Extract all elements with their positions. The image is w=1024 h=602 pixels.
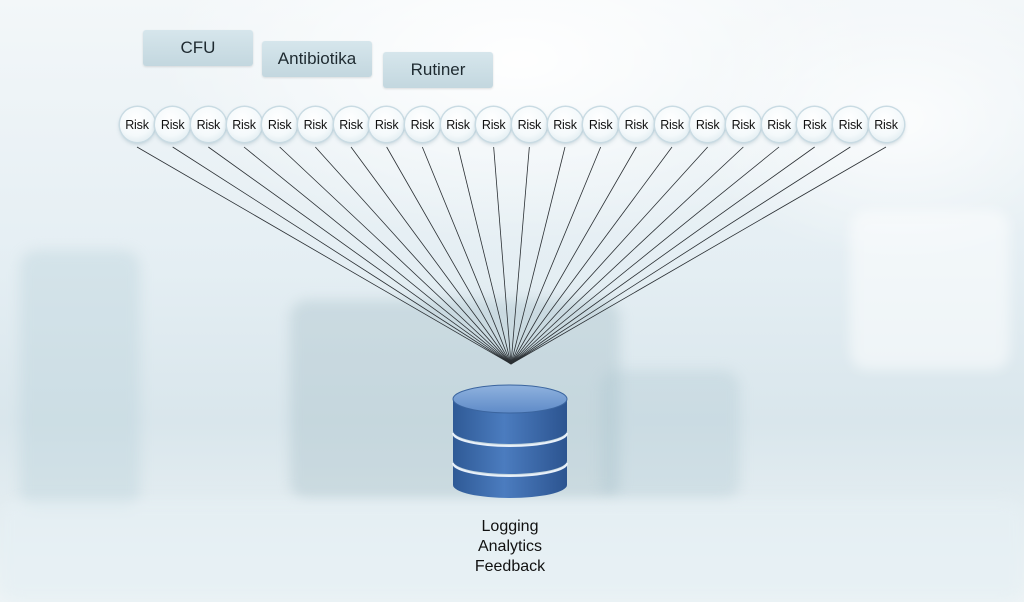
risk-node: Risk bbox=[832, 107, 868, 142]
connection-line bbox=[510, 146, 851, 365]
category-tab-cfu: CFU bbox=[143, 30, 253, 66]
risk-node: Risk bbox=[333, 107, 369, 142]
risk-node: Risk bbox=[654, 107, 690, 142]
background-equipment-left bbox=[20, 250, 140, 510]
risk-node: Risk bbox=[226, 107, 262, 142]
category-tab-antibiotika: Antibiotika bbox=[262, 41, 372, 77]
risk-node: Risk bbox=[476, 107, 512, 142]
database-label-feedback: Feedback bbox=[474, 558, 546, 575]
connection-line bbox=[386, 146, 512, 365]
database-label-analytics: Analytics bbox=[477, 538, 543, 555]
risk-node: Risk bbox=[440, 107, 476, 142]
connection-line bbox=[510, 146, 602, 365]
connection-line bbox=[510, 146, 815, 365]
connection-line bbox=[457, 146, 512, 365]
database-label: Logging Analytics Feedback bbox=[440, 517, 580, 577]
risk-node: Risk bbox=[583, 107, 619, 142]
connection-line bbox=[510, 146, 708, 365]
connection-line bbox=[136, 146, 512, 365]
background-floor bbox=[0, 500, 1024, 602]
risk-node: Risk bbox=[511, 107, 547, 142]
risk-node: Risk bbox=[404, 107, 440, 142]
connection-line bbox=[510, 146, 673, 365]
risk-node: Risk bbox=[155, 107, 191, 142]
database-icon bbox=[452, 384, 568, 498]
risk-node: Risk bbox=[797, 107, 833, 142]
risk-node: Risk bbox=[761, 107, 797, 142]
connection-line bbox=[315, 146, 512, 365]
category-tab-rutiner: Rutiner bbox=[383, 52, 493, 88]
connection-line bbox=[279, 146, 512, 365]
background-cart-right bbox=[600, 370, 740, 500]
risk-node: Risk bbox=[690, 107, 726, 142]
connection-line bbox=[350, 146, 512, 365]
risk-node: Risk bbox=[369, 107, 405, 142]
risk-node: Risk bbox=[725, 107, 761, 142]
risk-node: Risk bbox=[190, 107, 226, 142]
connection-line bbox=[510, 146, 530, 365]
connection-line bbox=[208, 146, 512, 365]
risk-node: Risk bbox=[618, 107, 654, 142]
database-label-logging: Logging bbox=[481, 518, 539, 535]
connection-line bbox=[493, 146, 512, 365]
risk-node: Risk bbox=[868, 107, 904, 142]
connection-line bbox=[510, 146, 780, 365]
risk-node: Risk bbox=[119, 107, 155, 142]
connection-line bbox=[510, 146, 637, 365]
risk-node: Risk bbox=[297, 107, 333, 142]
connection-line bbox=[421, 146, 512, 365]
risk-node: Risk bbox=[262, 107, 298, 142]
connection-line bbox=[510, 146, 887, 365]
connection-line bbox=[243, 146, 512, 365]
connection-line bbox=[510, 146, 566, 365]
connection-line bbox=[172, 146, 512, 365]
risk-node: Risk bbox=[547, 107, 583, 142]
connection-line bbox=[510, 146, 744, 365]
background-panel-right bbox=[850, 210, 1010, 370]
